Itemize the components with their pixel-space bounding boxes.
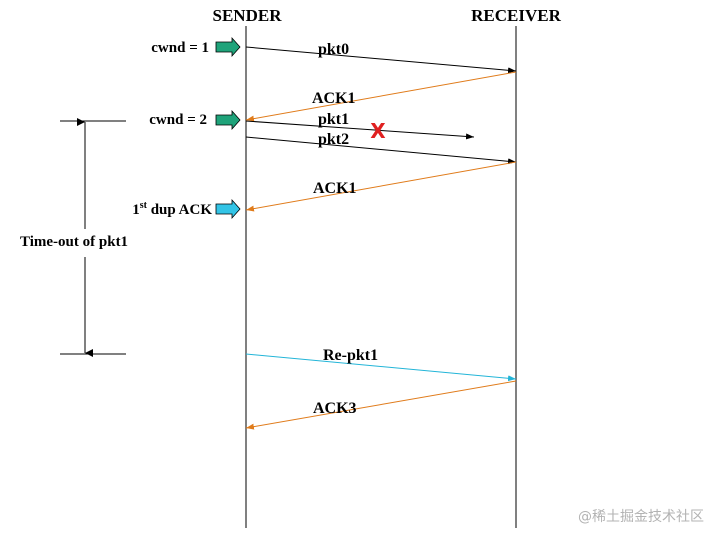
ack1-second-arrow bbox=[245, 161, 517, 212]
watermark: @稀土掘金技术社区 bbox=[578, 509, 704, 525]
cwnd1-arrow-icon bbox=[215, 36, 241, 58]
pkt0-arrow bbox=[245, 46, 517, 74]
ack3-arrow bbox=[245, 380, 517, 430]
lost-packet-icon: X bbox=[370, 119, 386, 143]
pkt1-label: pkt1 bbox=[318, 111, 349, 128]
cwnd1-label: cwnd = 1 bbox=[151, 40, 209, 56]
ack1-first-label: ACK1 bbox=[312, 90, 356, 107]
pkt0-label: pkt0 bbox=[318, 41, 349, 58]
ack1-second-label: ACK1 bbox=[313, 180, 357, 197]
cwnd2-arrow-icon bbox=[215, 109, 241, 131]
pkt2-label: pkt2 bbox=[318, 131, 349, 148]
receiver-header: RECEIVER bbox=[471, 6, 561, 25]
pkt1-arrow bbox=[245, 120, 475, 140]
ack3-label: ACK3 bbox=[313, 400, 357, 417]
re-pkt1-label: Re-pkt1 bbox=[323, 347, 378, 364]
ack1-first-arrow bbox=[245, 71, 517, 122]
timeout-label: Time-out of pkt1 bbox=[20, 234, 128, 250]
sender-header: SENDER bbox=[213, 6, 283, 25]
cwnd2-label: cwnd = 2 bbox=[149, 112, 207, 128]
pkt2-arrow bbox=[245, 136, 517, 165]
dup-ack-arrow-icon bbox=[215, 198, 241, 220]
dup-ack-label: 1st dup ACK bbox=[132, 200, 212, 218]
re-pkt1-arrow bbox=[245, 353, 517, 382]
